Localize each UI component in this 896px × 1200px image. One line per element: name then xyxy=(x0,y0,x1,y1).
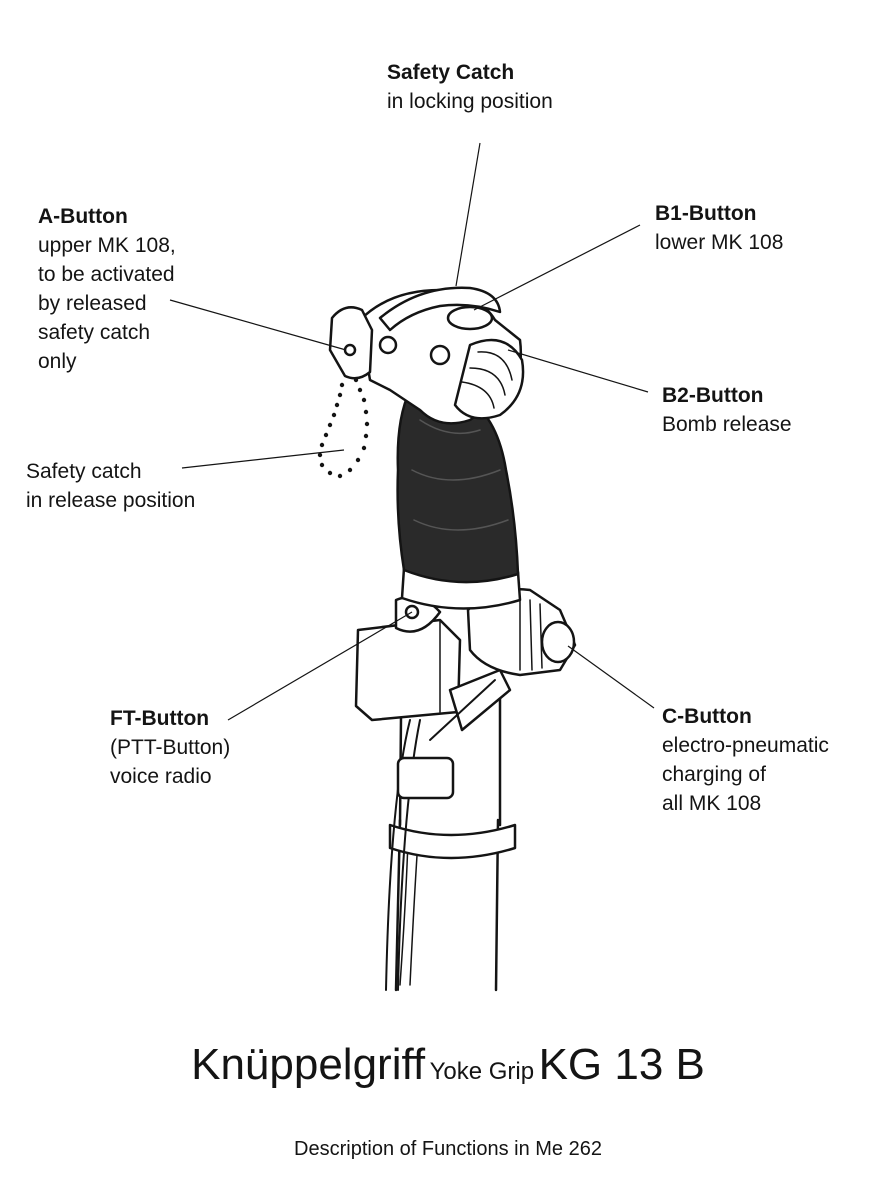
leader-safety-release xyxy=(181,449,345,469)
label-title: C-Button xyxy=(662,705,752,728)
b2-button xyxy=(453,338,525,420)
leader-c-button xyxy=(567,645,655,709)
label-line: (PTT-Button) xyxy=(110,736,231,759)
a-button xyxy=(328,306,374,380)
leader-safety-catch xyxy=(455,142,481,287)
label-line: electro-pneumatic xyxy=(662,734,829,757)
label-line: only xyxy=(38,350,77,373)
label-title: B2-Button xyxy=(662,384,764,407)
label-a-button: A-Button upper MK 108, to be activated b… xyxy=(38,202,176,376)
caption-model: KG 13 B xyxy=(538,1040,705,1089)
label-line: by released xyxy=(38,292,147,315)
label-line: lower MK 108 xyxy=(655,231,784,254)
shaft-collar xyxy=(388,823,517,860)
label-b2-button: B2-Button Bomb release xyxy=(662,381,792,439)
leader-lines xyxy=(169,142,655,721)
ft-button-housing xyxy=(354,618,462,722)
c-button xyxy=(540,620,576,664)
label-line: upper MK 108, xyxy=(38,234,176,257)
b1-button xyxy=(446,305,494,331)
label-line: charging of xyxy=(662,763,766,786)
safety-chain xyxy=(317,377,370,479)
label-ft-button: FT-Button (PTT-Button) voice radio xyxy=(110,704,230,791)
label-safety-release: Safety catch in release position xyxy=(26,457,195,515)
label-line: Safety catch xyxy=(26,460,142,483)
label-safety-catch: Safety Catch in locking position xyxy=(387,58,553,116)
safety-catch-lever xyxy=(378,286,502,332)
label-line: all MK 108 xyxy=(662,792,762,815)
label-line: safety catch xyxy=(38,321,151,344)
label-line: voice radio xyxy=(110,765,212,788)
caption-name-de: Knüppelgriff xyxy=(191,1040,426,1089)
label-line: to be activated xyxy=(38,263,175,286)
label-line: in release position xyxy=(26,489,196,512)
leader-b1-button xyxy=(473,224,641,311)
caption-title: Knüppelgriff Yoke Grip KG 13 B xyxy=(0,1040,896,1090)
caption-name-en: Yoke Grip xyxy=(429,1058,535,1085)
label-b1-button: B1-Button lower MK 108 xyxy=(655,199,783,257)
label-line: in locking position xyxy=(387,90,553,113)
label-title: A-Button xyxy=(38,205,128,228)
leader-b2-button xyxy=(507,349,649,393)
label-title: B1-Button xyxy=(655,202,757,225)
label-title: FT-Button xyxy=(110,707,210,730)
leader-a-button xyxy=(169,299,347,351)
leader-ft-button xyxy=(227,611,413,721)
label-title: Safety Catch xyxy=(387,61,515,84)
caption-subtitle: Description of Functions in Me 262 xyxy=(294,1138,602,1160)
label-c-button: C-Button electro-pneumatic charging of a… xyxy=(662,702,829,818)
ft-clamp xyxy=(396,756,455,800)
cable xyxy=(385,719,411,991)
label-line: Bomb release xyxy=(662,413,792,436)
